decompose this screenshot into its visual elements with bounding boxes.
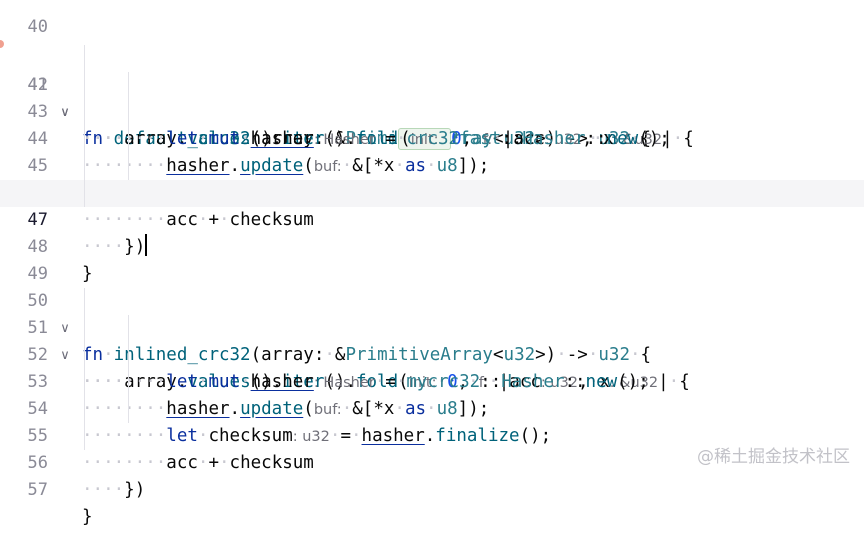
code-line[interactable]: 48 } <box>0 207 864 284</box>
line-number: 56 <box>27 453 48 473</box>
code-line[interactable]: 52 ········let·mut·hasher: Hasher·=·mycr… <box>0 315 864 392</box>
code-text: ········acc·+·checksum <box>82 210 314 230</box>
code-line[interactable]: 55 ········acc·+·checksum <box>0 396 864 473</box>
code-text: ········let·checksum: u32·=·hasher.final… <box>82 426 552 446</box>
code-text: ····array.values().iter().fold(init:·0,·… <box>82 372 690 392</box>
code-line[interactable]: 50 ∨ fn·inlined_crc32(array:·&PrimitiveA… <box>0 261 864 365</box>
chevron-down-icon[interactable]: ∨ <box>60 348 70 363</box>
line-number: 48 <box>27 237 48 257</box>
inlay-hint: init: <box>410 132 439 148</box>
indent-guide <box>84 45 85 207</box>
token: default_crc32 <box>113 129 251 149</box>
code-text: ········hasher.update(buf:·&[*x·as·u8]); <box>82 156 490 176</box>
chevron-down-icon[interactable]: ∨ <box>60 105 70 120</box>
code-text: fn·default_crc32(array:·&PrimitiveArray<… <box>82 129 652 149</box>
code-text: ········let·mut·hasher: Hasher·=·mycrc32… <box>82 372 649 392</box>
indent-guide <box>84 288 85 450</box>
code-line[interactable]: 53 ········hasher.update(buf:·&[*x·as·u8… <box>0 342 864 419</box>
code-line[interactable]: 44 ········hasher.update(buf:·&[*x·as·u8… <box>0 99 864 176</box>
code-line[interactable]: 42 ∨ ····array.values().iter().fold(init… <box>0 45 864 150</box>
code-line[interactable]: 41 ∨ fn·default_crc32(array:·&PrimitiveA… <box>0 18 864 149</box>
code-editor[interactable]: 40 41 ∨ fn·default_crc32(array:·&Primiti… <box>0 0 864 527</box>
line-number: 40 <box>27 17 48 37</box>
line-number: 55 <box>27 426 48 446</box>
indent-guide <box>128 72 129 180</box>
inlay-hint: f: <box>482 132 493 148</box>
token: array <box>261 129 314 149</box>
code-line[interactable]: 49 <box>0 234 864 284</box>
code-line[interactable]: 43 ········let·mut·hasher: Hasher·=·crc3… <box>0 72 864 149</box>
line-number: 47 <box>27 210 48 230</box>
line-number: 52 <box>27 345 48 365</box>
chevron-down-icon[interactable]: ∨ <box>60 321 70 336</box>
line-number: 53 <box>27 372 48 392</box>
code-line[interactable]: 58 <box>0 477 864 485</box>
code-line[interactable]: 46 ········acc·+·checksum <box>0 153 864 230</box>
chevron-down-icon[interactable]: ∨ <box>60 105 70 120</box>
line-number: 45 <box>27 156 48 176</box>
code-text: } <box>82 264 93 284</box>
line-number: 50 <box>27 291 48 311</box>
code-text: fn·inlined_crc32(array:·&PrimitiveArray<… <box>82 345 652 365</box>
watermark: @稀土掘金技术社区 <box>697 447 850 467</box>
line-number: 44 <box>27 129 48 149</box>
breakpoint-dot-icon[interactable] <box>0 40 4 48</box>
code-line[interactable]: 45 ········let·checksum: u32·=·hasher.fi… <box>0 126 864 203</box>
token: fn <box>82 129 104 149</box>
code-text: ········hasher.update(buf:·&[*x·as·u8]); <box>82 399 490 419</box>
code-line[interactable]: 51 ∨ ····array.values().iter().fold(init… <box>0 288 864 392</box>
text-cursor <box>145 234 148 256</box>
line-number: 42 <box>27 75 48 95</box>
code-line[interactable]: 40 <box>0 0 864 37</box>
line-number: 41 <box>27 75 48 95</box>
code-text: ········acc·+·checksum <box>82 453 314 473</box>
code-text: } <box>82 507 93 527</box>
code-text: ····array.values().iter().fold(init:·0,·… <box>82 128 694 150</box>
line-number: 49 <box>27 264 48 284</box>
code-text: ········let·mut·hasher: Hasher·=·crc32fa… <box>82 129 670 149</box>
line-number: 43 <box>27 102 48 122</box>
indent-guide <box>128 315 129 423</box>
code-line-current[interactable]: 47 ····}) <box>0 180 864 257</box>
code-text: ····}) <box>82 234 148 261</box>
code-line[interactable]: 54 ········let·checksum: u32·=·hasher.fi… <box>0 369 864 446</box>
line-number: 54 <box>27 399 48 419</box>
line-number: 51 <box>27 318 48 338</box>
